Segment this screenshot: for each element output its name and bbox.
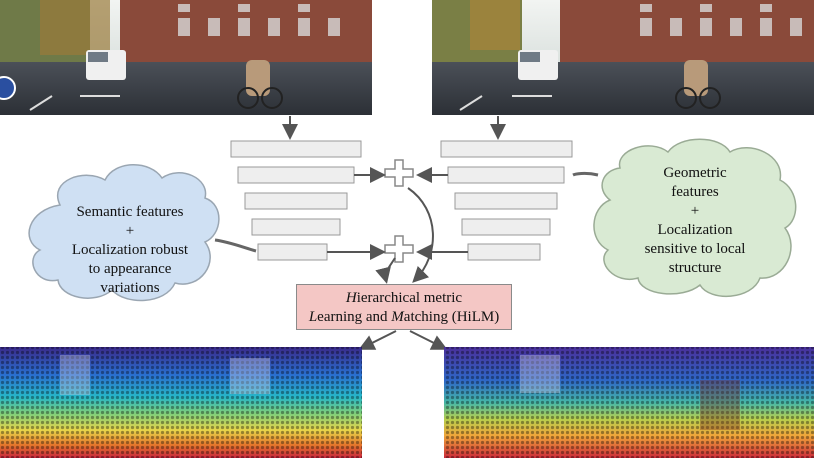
hilm-line2-rest: atching (HiLM)	[403, 309, 500, 325]
right-feature-block	[467, 243, 541, 261]
hilm-line2-mid: earning and	[317, 309, 392, 325]
right-depth-map	[444, 347, 814, 458]
arrow-hilm-to-left-output	[358, 330, 397, 350]
connector-geometric-to-right-pyramid	[572, 171, 599, 177]
hilm-title-line2: Learning and Matching (HiLM)	[297, 308, 511, 327]
left-feature-block	[251, 218, 341, 236]
hilm-box: Hierarchical metric Learning and Matchin…	[296, 284, 512, 330]
left-feature-block	[230, 140, 362, 158]
plus-icon-top	[384, 159, 414, 187]
geometric-line: +	[690, 203, 700, 219]
right-feature-block	[447, 166, 565, 184]
semantic-line: Localization robust	[71, 242, 189, 258]
semantic-line: variations	[100, 280, 160, 296]
right-feature-block	[454, 192, 558, 210]
arrow-top-plus-to-hilm	[407, 187, 434, 283]
left-depth-map	[0, 347, 362, 458]
hilm-title-line1: Hierarchical metric	[297, 289, 511, 308]
geometric-line: Geometric	[663, 165, 727, 181]
geometric-line: features	[671, 184, 719, 200]
semantic-cloud	[28, 164, 220, 302]
geometric-cloud	[593, 138, 797, 297]
hilm-line1-rest: ierarchical metric	[356, 290, 463, 306]
left-street-image	[0, 0, 372, 115]
arrow-bottom-plus-to-hilm	[375, 257, 396, 284]
geometric-line: Localization	[657, 222, 733, 238]
left-feature-block	[237, 166, 355, 184]
left-feature-pyramid	[230, 140, 362, 261]
plus-icon-bottom	[384, 235, 414, 263]
geometric-line: structure	[668, 260, 722, 276]
hilm-letter-m: M	[391, 309, 404, 325]
right-street-image	[432, 0, 814, 115]
semantic-cloud-label: Semantic features + Localization robust …	[52, 203, 208, 298]
hilm-letter-l: L	[308, 309, 318, 325]
arrow-hilm-to-right-output	[409, 330, 448, 350]
right-feature-block	[461, 218, 551, 236]
right-feature-block	[440, 140, 573, 158]
left-feature-block	[244, 192, 348, 210]
geometric-cloud-label: Geometric features + Localization sensit…	[620, 164, 770, 278]
semantic-line: +	[125, 223, 135, 239]
left-feature-block	[257, 243, 328, 261]
semantic-line: Semantic features	[76, 204, 184, 220]
connector-semantic-to-left-pyramid	[214, 238, 257, 253]
right-feature-pyramid	[440, 140, 573, 261]
semantic-line: to appearance	[88, 261, 172, 277]
hilm-letter-h: H	[345, 290, 357, 306]
geometric-line: sensitive to local	[644, 241, 746, 257]
